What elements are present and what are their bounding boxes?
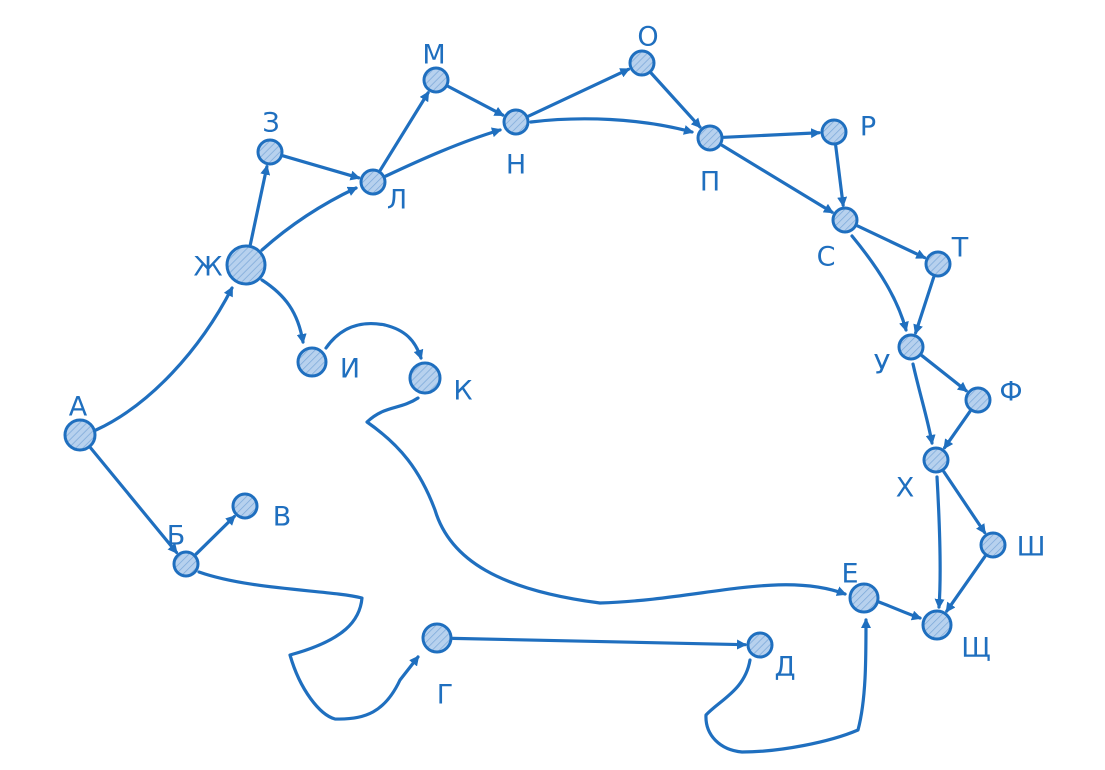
node-m bbox=[422, 66, 450, 94]
node-label-a: А bbox=[69, 392, 88, 423]
edge-f-h bbox=[943, 409, 972, 450]
edge-d-e bbox=[704, 618, 871, 754]
node-label-sh: Ш bbox=[1017, 532, 1046, 563]
node-label-o: О bbox=[637, 22, 658, 53]
node-label-p: П bbox=[700, 167, 720, 198]
edge-i-k bbox=[324, 321, 424, 360]
node-t bbox=[924, 250, 952, 278]
node-i bbox=[296, 346, 328, 378]
node-label-s: С bbox=[817, 242, 836, 273]
edge-h-sch bbox=[934, 475, 945, 609]
node-label-f: Ф bbox=[999, 377, 1022, 408]
node-l bbox=[359, 168, 387, 196]
node-label-sch: Щ bbox=[961, 633, 991, 664]
edge-z-l bbox=[281, 154, 361, 181]
edge-b-v bbox=[194, 514, 236, 556]
node-d bbox=[746, 631, 774, 659]
edge-a-zh bbox=[94, 286, 234, 432]
nodes-layer bbox=[63, 49, 1007, 659]
node-u bbox=[897, 333, 925, 361]
edge-p-s bbox=[720, 143, 834, 214]
node-o bbox=[628, 49, 656, 77]
node-e bbox=[848, 582, 880, 614]
node-label-e: Е bbox=[841, 559, 858, 590]
node-label-m: М bbox=[422, 40, 445, 71]
edge-l-m bbox=[378, 91, 430, 172]
edge-n-p bbox=[529, 117, 694, 135]
edge-s-u bbox=[850, 234, 909, 332]
node-sh bbox=[979, 531, 1007, 559]
node-f bbox=[964, 386, 992, 414]
node-label-l: Л bbox=[387, 185, 407, 216]
node-label-t: Т bbox=[951, 233, 969, 264]
node-r bbox=[820, 118, 848, 146]
edge-h-sh bbox=[942, 470, 987, 535]
edge-n-o bbox=[527, 67, 631, 118]
edge-m-n bbox=[446, 84, 505, 117]
node-v bbox=[231, 492, 259, 520]
node-k bbox=[408, 361, 442, 395]
edge-u-h bbox=[911, 362, 936, 445]
node-a bbox=[63, 418, 97, 452]
labels-layer: А Б В Г Д Е Ж З И К Л М Н О П Р С Т У Ф Х Ш Щ bbox=[69, 22, 1046, 711]
edge-o-p bbox=[649, 71, 702, 129]
node-label-d: Д bbox=[774, 652, 795, 683]
edge-p-r bbox=[722, 128, 822, 139]
node-h bbox=[922, 446, 950, 474]
node-s bbox=[831, 206, 859, 234]
node-label-g: Г bbox=[437, 680, 453, 711]
node-label-h: Х bbox=[896, 473, 915, 504]
node-label-r: Р bbox=[860, 112, 876, 143]
edge-s-t bbox=[856, 224, 927, 260]
node-label-b: Б bbox=[167, 521, 186, 552]
node-b bbox=[172, 550, 200, 578]
node-zh bbox=[225, 244, 267, 286]
node-g bbox=[421, 622, 453, 654]
edge-zh-i bbox=[260, 278, 307, 344]
edge-a-b bbox=[89, 446, 179, 555]
edge-r-s bbox=[834, 144, 848, 208]
edge-l-n bbox=[384, 127, 502, 178]
edge-sh-sch bbox=[945, 554, 987, 613]
edge-u-f bbox=[920, 354, 968, 393]
node-label-k: К bbox=[453, 376, 472, 407]
node-label-v: В bbox=[273, 502, 292, 533]
edge-e-sch bbox=[877, 600, 922, 621]
edge-zh-l bbox=[260, 186, 358, 252]
edges-layer bbox=[89, 67, 987, 754]
node-p bbox=[696, 124, 724, 152]
edge-t-u bbox=[913, 275, 936, 335]
edge-k-e bbox=[365, 396, 847, 605]
node-label-z: З bbox=[262, 108, 279, 139]
node-label-n: Н bbox=[506, 150, 526, 181]
node-label-u: У bbox=[874, 350, 890, 381]
edge-b-g bbox=[197, 570, 420, 721]
node-n bbox=[502, 108, 530, 136]
edge-zh-z bbox=[248, 164, 271, 247]
node-label-zh: Ж bbox=[193, 252, 222, 283]
node-z bbox=[256, 138, 284, 166]
node-label-i: И bbox=[340, 354, 360, 385]
edge-g-d bbox=[451, 636, 748, 650]
node-sch bbox=[921, 609, 953, 641]
